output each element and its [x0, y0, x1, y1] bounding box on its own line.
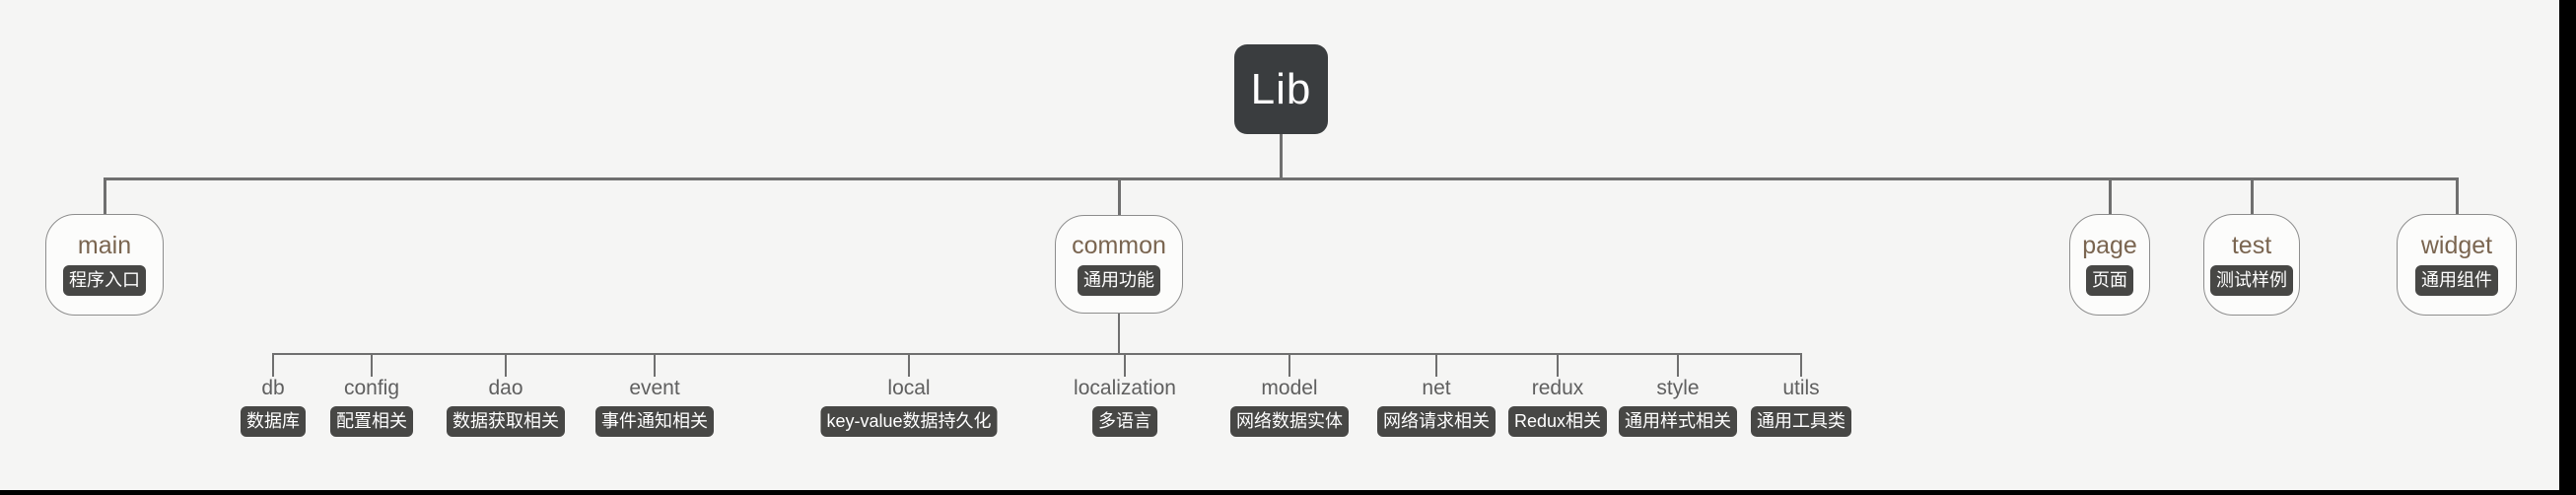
- connector-line: [1557, 353, 1559, 377]
- leaf-label: event: [629, 377, 680, 399]
- leaf-badge: 配置相关: [330, 406, 413, 438]
- connector-line: [505, 353, 507, 377]
- node-main[interactable]: main 程序入口: [45, 214, 164, 316]
- connector-line: [654, 353, 656, 377]
- connector-line: [2108, 177, 2112, 214]
- connector-line: [1124, 353, 1126, 377]
- node-utils[interactable]: utils 通用工具类: [1751, 377, 1851, 438]
- leaf-label: db: [261, 377, 285, 399]
- leaf-badge: 事件通知相关: [595, 406, 714, 438]
- node-badge: 页面: [2086, 265, 2133, 296]
- leaf-label: net: [1422, 377, 1451, 399]
- connector-line: [1280, 134, 1283, 180]
- leaf-badge: 网络数据实体: [1230, 406, 1349, 438]
- leaf-badge: 数据获取相关: [447, 406, 565, 438]
- connector-line: [272, 353, 274, 377]
- node-widget[interactable]: widget 通用组件: [2397, 214, 2517, 316]
- connector-line: [2455, 177, 2459, 214]
- node-label: main: [77, 232, 132, 259]
- node-label: page: [2082, 232, 2137, 259]
- node-net[interactable]: net 网络请求相关: [1377, 377, 1496, 438]
- leaf-badge: 通用样式相关: [1619, 406, 1737, 438]
- node-label: common: [1072, 231, 1166, 259]
- leaf-label: utils: [1782, 377, 1820, 399]
- leaf-label: style: [1656, 377, 1700, 399]
- leaf-badge: Redux相关: [1507, 406, 1608, 438]
- connector-line: [1677, 353, 1679, 377]
- node-badge: 通用功能: [1078, 264, 1160, 296]
- leaf-label: local: [887, 377, 931, 399]
- connector-line: [103, 177, 106, 214]
- node-redux[interactable]: redux Redux相关: [1507, 377, 1608, 438]
- node-style[interactable]: style 通用样式相关: [1619, 377, 1737, 438]
- node-common[interactable]: common 通用功能: [1055, 215, 1183, 314]
- connector-line: [1288, 353, 1290, 377]
- leaf-label: model: [1261, 377, 1318, 399]
- leaf-label: localization: [1074, 377, 1176, 399]
- node-localization[interactable]: localization 多语言: [1074, 377, 1176, 438]
- connector-line: [272, 353, 1802, 355]
- leaf-label: redux: [1531, 377, 1584, 399]
- node-model[interactable]: model 网络数据实体: [1230, 377, 1349, 438]
- leaf-badge: 数据库: [241, 406, 306, 438]
- leaf-badge: 多语言: [1092, 406, 1157, 438]
- connector-line: [1117, 177, 1121, 215]
- node-badge: 程序入口: [63, 265, 146, 296]
- node-dao[interactable]: dao 数据获取相关: [447, 377, 565, 438]
- connector-line: [1118, 314, 1120, 355]
- node-badge: 通用组件: [2415, 265, 2498, 296]
- node-test[interactable]: test 测试样例: [2203, 214, 2300, 316]
- connector-line: [1800, 353, 1802, 377]
- node-badge: 测试样例: [2210, 265, 2293, 296]
- node-event[interactable]: event 事件通知相关: [595, 377, 714, 438]
- leaf-label: dao: [488, 377, 523, 399]
- node-local[interactable]: local key-value数据持久化: [820, 377, 998, 438]
- connector-line: [103, 177, 2459, 180]
- leaf-badge: key-value数据持久化: [820, 406, 998, 438]
- node-label: test: [2231, 232, 2272, 259]
- connector-line: [1435, 353, 1437, 377]
- node-db[interactable]: db 数据库: [241, 377, 306, 438]
- node-config[interactable]: config 配置相关: [330, 377, 413, 438]
- connector-line: [2250, 177, 2254, 214]
- leaf-badge: 网络请求相关: [1377, 406, 1496, 438]
- node-lib[interactable]: Lib: [1234, 44, 1328, 134]
- node-label: widget: [2420, 232, 2493, 259]
- root-node-label: Lib: [1250, 64, 1312, 113]
- node-page[interactable]: page 页面: [2069, 214, 2150, 316]
- leaf-label: config: [343, 377, 400, 399]
- connector-line: [908, 353, 910, 377]
- connector-line: [371, 353, 373, 377]
- leaf-badge: 通用工具类: [1751, 406, 1851, 438]
